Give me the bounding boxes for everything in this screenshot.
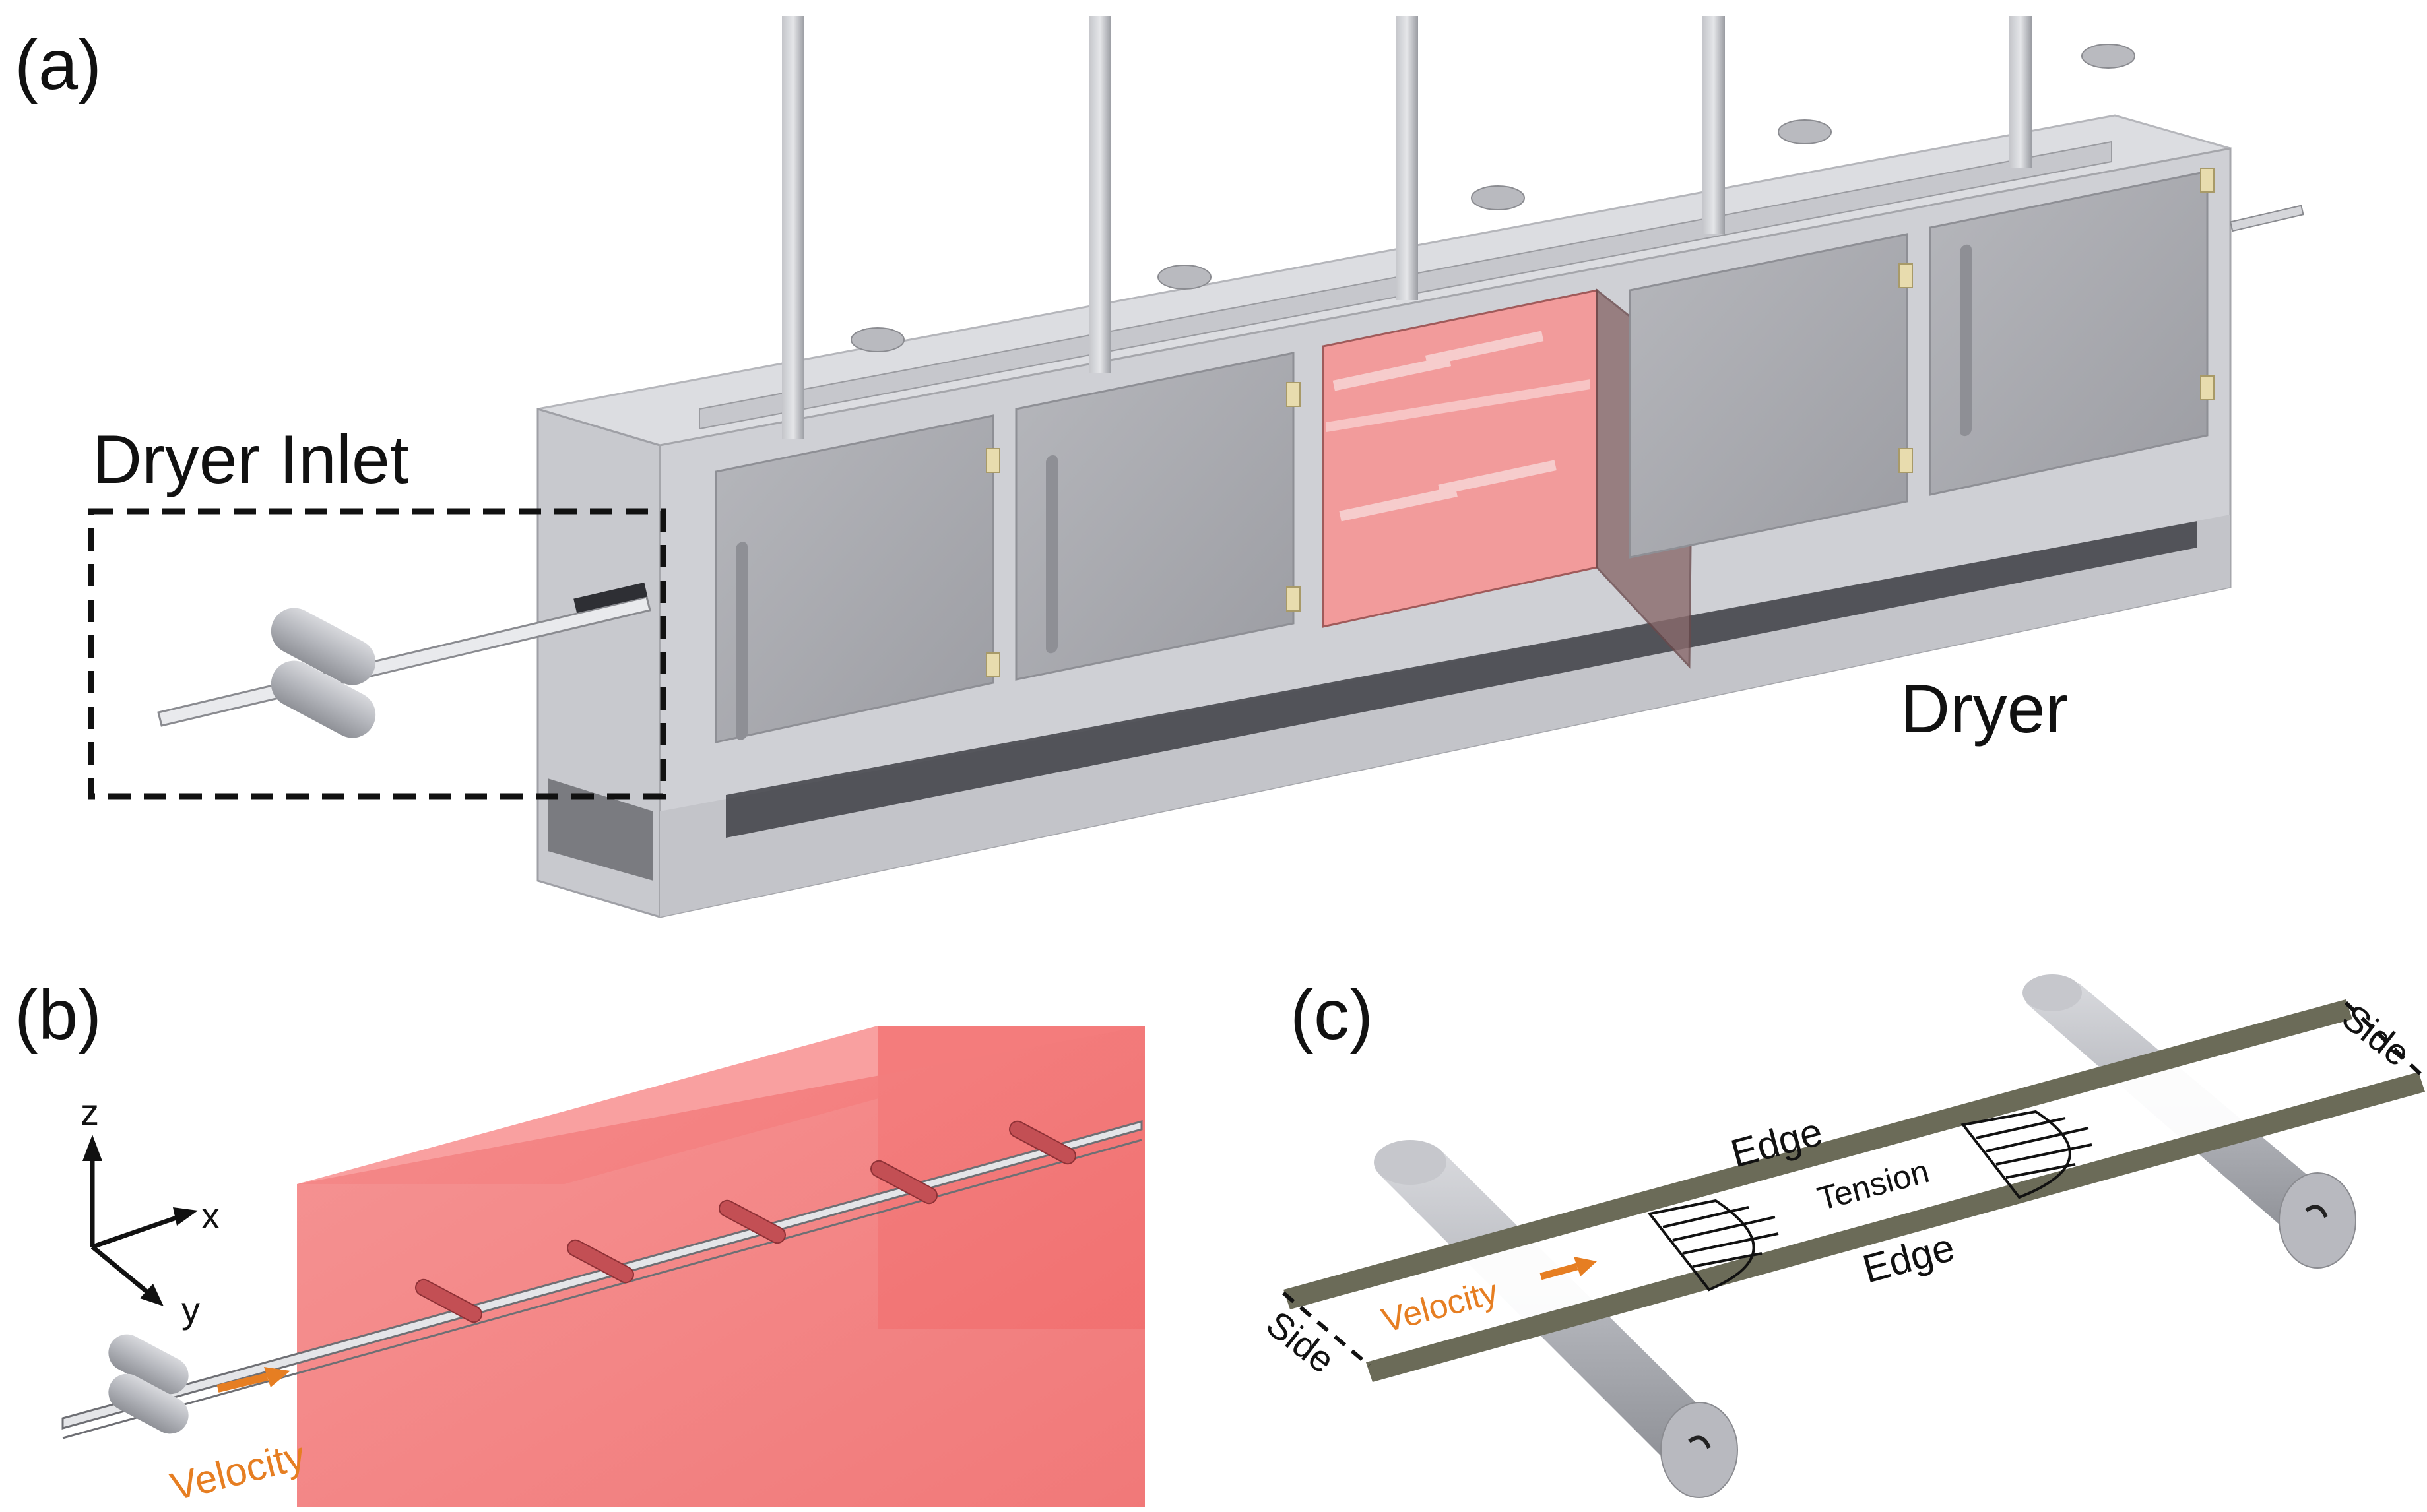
door-3[interactable] [1629, 233, 1908, 559]
dryer-inlet-label: Dryer Inlet [92, 422, 409, 498]
exhaust-stack-1 [782, 16, 804, 439]
panel-a: (a) [15, 16, 2304, 919]
side-marker-left [1282, 1291, 1371, 1368]
exhaust-stack-4 [1702, 16, 1725, 234]
velocity-arrow-c [1539, 1257, 1597, 1280]
panel-b-label: (b) [15, 974, 102, 1054]
axes-triad [82, 1135, 198, 1306]
dryer-label: Dryer [1900, 671, 2068, 747]
hinge-set [986, 168, 2215, 677]
velocity-label-b: Velocity [166, 1433, 309, 1509]
exhaust-stack-2 [1089, 16, 1111, 373]
heat-zone-box [297, 1026, 1145, 1507]
nip-roller-b [108, 1334, 189, 1434]
axis-y-label: y [181, 1289, 200, 1331]
axis-z-label: z [81, 1091, 99, 1133]
axis-x-label: x [201, 1195, 220, 1236]
heating-chamber [1322, 288, 1694, 669]
door-1[interactable] [715, 414, 994, 743]
panel-b: (b) Velocity [15, 974, 1145, 1509]
panel-c-label: (c) [1290, 974, 1373, 1054]
door-2[interactable] [1015, 352, 1295, 681]
tension-profile-left [1647, 1199, 1779, 1292]
panel-a-label: (a) [15, 24, 102, 104]
door-4[interactable] [1929, 170, 2209, 496]
nip-roller-a [271, 608, 376, 738]
film-sheet-c [1283, 999, 2425, 1382]
heater-rods [415, 1120, 1076, 1323]
exhaust-manifold [699, 16, 2135, 439]
side-marker-right [2344, 1001, 2424, 1077]
exhaust-stack-3 [1396, 16, 1418, 300]
film-strip-b [61, 1120, 1143, 1439]
panel-c: (c) [1259, 974, 2425, 1498]
dryer-inlet-highlight [88, 508, 666, 800]
exhaust-stack-5 [2009, 16, 2032, 168]
velocity-arrow-b [216, 1367, 290, 1393]
tension-profile-right [1960, 1110, 2092, 1199]
